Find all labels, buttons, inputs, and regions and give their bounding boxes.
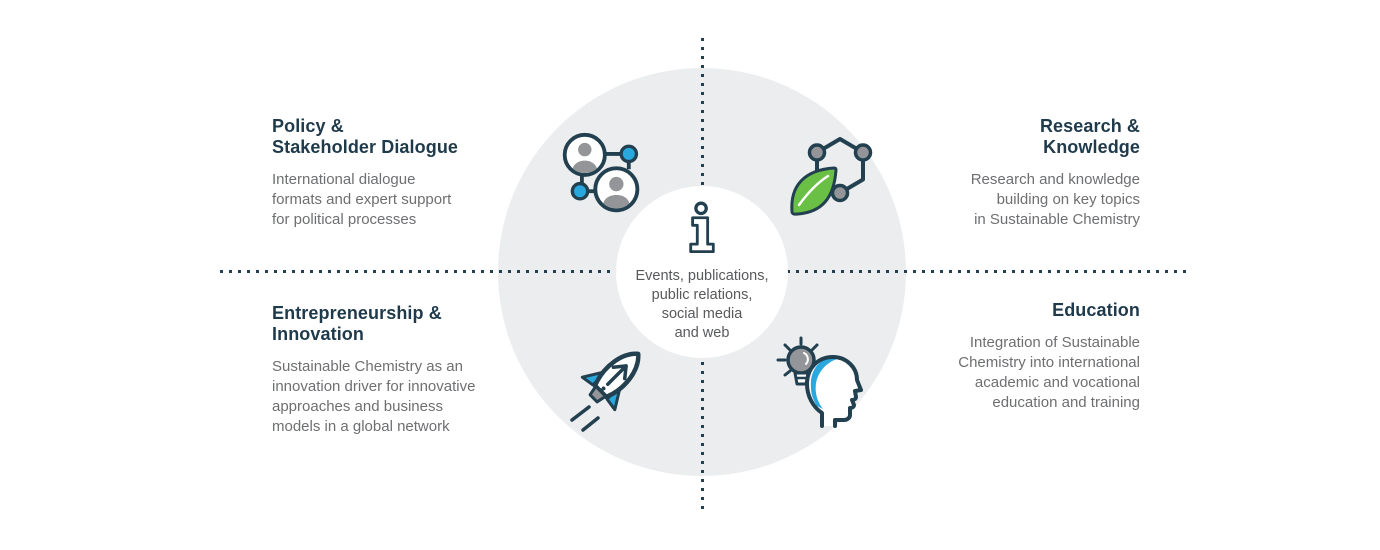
quadrant-entrepreneurship-description: Sustainable Chemistry as an innovation d… bbox=[272, 358, 476, 435]
rocket-icon bbox=[570, 351, 641, 432]
people-network-icon bbox=[562, 132, 640, 213]
quadrant-entrepreneurship: Entrepreneurship & Innovation Sustainabl… bbox=[272, 303, 534, 437]
quadrant-entrepreneurship-title: Entrepreneurship & Innovation bbox=[272, 303, 442, 344]
quadrant-policy: Policy & Stakeholder Dialogue Internatio… bbox=[272, 116, 522, 230]
quadrant-research: Research & Knowledge Research and knowle… bbox=[860, 116, 1140, 230]
quadrant-education-description: Integration of Sustainable Chemistry int… bbox=[958, 334, 1140, 411]
info-icon bbox=[689, 201, 715, 254]
quadrant-research-title: Research & Knowledge bbox=[1039, 116, 1140, 157]
molecule-leaf-icon bbox=[790, 137, 873, 216]
quadrant-research-description: Research and knowledge building on key t… bbox=[970, 171, 1140, 228]
quadrant-education: Education Integration of Sustainable Che… bbox=[860, 300, 1140, 413]
center-hub-text: Events, publications, public relations, … bbox=[635, 268, 769, 341]
quadrant-policy-title: Policy & Stakeholder Dialogue bbox=[272, 116, 459, 157]
quadrant-policy-description: International dialogue formats and exper… bbox=[272, 171, 452, 228]
quadrant-education-title: Education bbox=[1052, 300, 1140, 320]
head-lightbulb-icon bbox=[776, 336, 863, 428]
center-hub: Events, publications, public relations, … bbox=[616, 186, 788, 358]
